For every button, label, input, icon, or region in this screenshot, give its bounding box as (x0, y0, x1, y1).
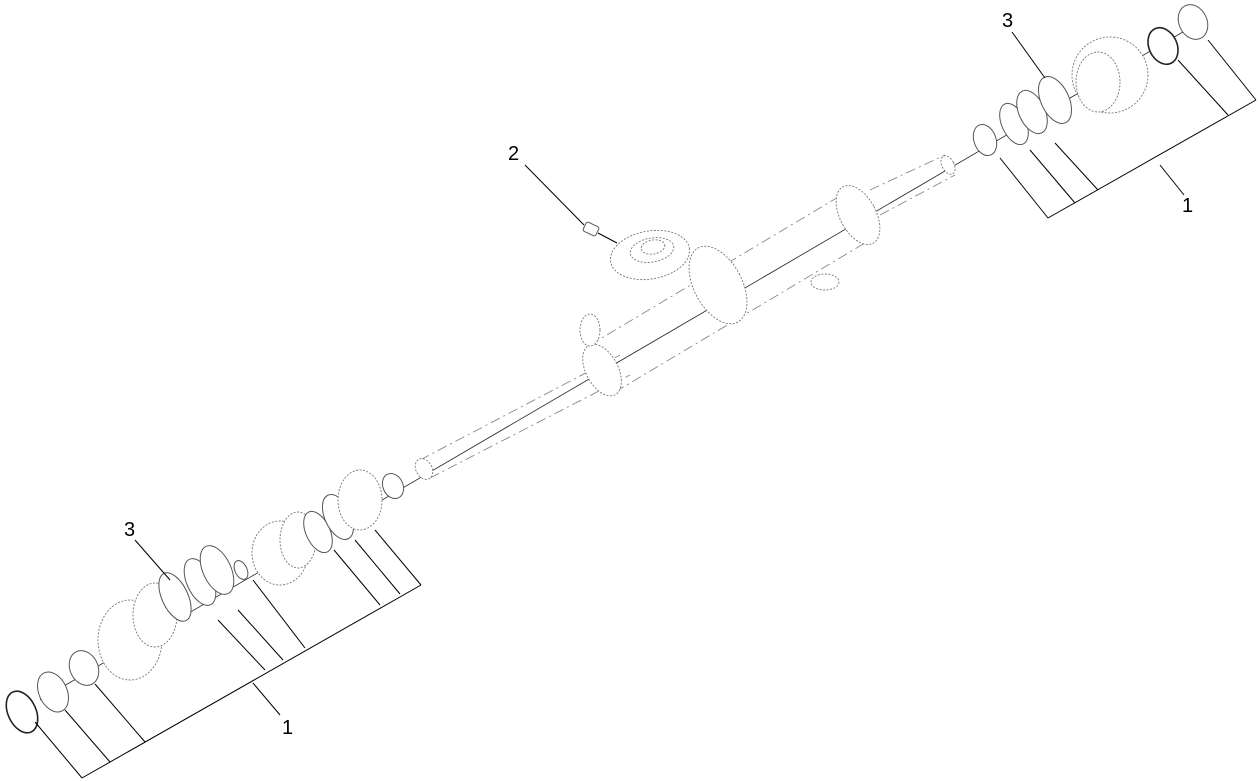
callout-1-lower: 1 (282, 717, 293, 739)
callout-2: 2 (508, 143, 519, 165)
leader-lines (134, 31, 1046, 581)
callouts: 1 1 2 3 3 (124, 10, 1193, 739)
seal-kit-lower (5, 469, 405, 734)
grease-fitting (582, 221, 618, 244)
seal-kit-upper (972, 4, 1209, 156)
cylinder-body (414, 154, 956, 480)
callout-3-lower: 3 (124, 519, 135, 541)
callout-1-upper: 1 (1182, 195, 1193, 217)
bracket-item-1-lower (34, 529, 422, 779)
callout-3-upper: 3 (1002, 10, 1013, 32)
bracket-item-1-upper (999, 39, 1257, 219)
